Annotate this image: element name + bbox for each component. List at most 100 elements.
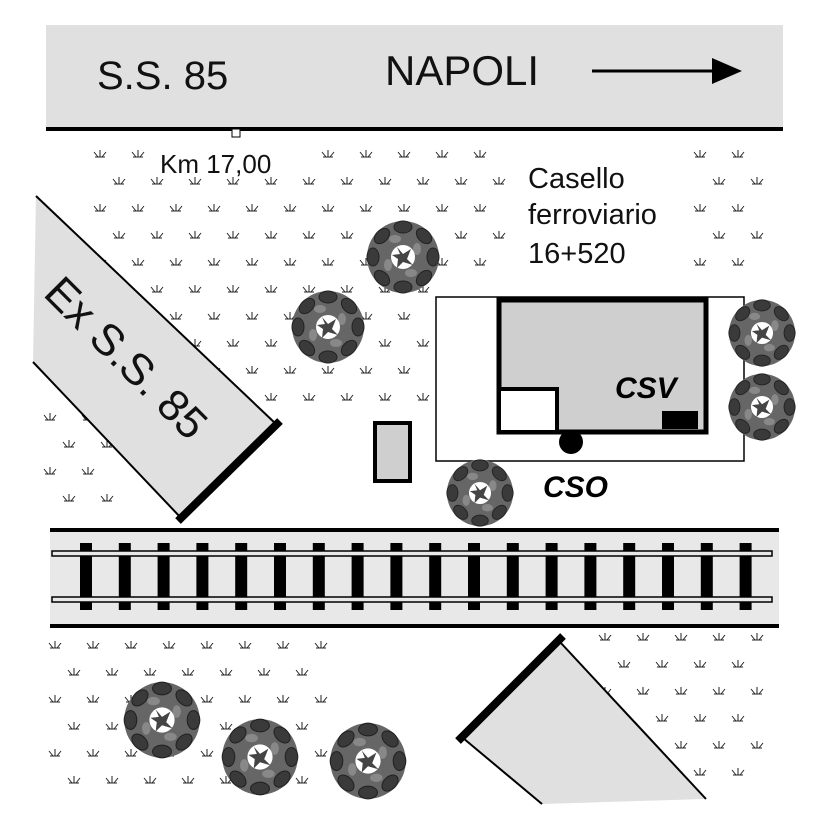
railway-sleeper [429,543,442,610]
railway-sleeper [662,543,674,610]
grass-tuft-icon [143,775,157,784]
grass-tuft-icon [105,721,119,730]
grass-tuft-icon [48,694,62,703]
grass-tuft-icon [321,203,335,212]
grass-tuft-icon [276,640,290,649]
grass-tuft-icon [473,257,487,266]
grass-tuft-icon [295,667,309,676]
railway-sleeper [584,543,597,610]
grass-tuft-icon [378,338,392,347]
station-label: Casello ferroviario 16+520 [528,163,657,270]
railway-sleeper [623,543,636,610]
grass-tuft-icon [86,640,100,649]
grass-tuft-icon [200,694,214,703]
grass-tuft-icon [454,176,468,185]
grass-tuft-icon [674,632,688,641]
grass-tuft-icon [302,176,316,185]
grass-tuft-icon [131,257,145,266]
tree-icon [221,718,299,796]
grass-tuft-icon [93,149,107,158]
railway-sleeper [739,543,752,610]
grass-tuft-icon [416,176,430,185]
station-annex [497,387,559,434]
grass-tuft-icon [226,284,240,293]
grass-tuft-icon [238,640,252,649]
grass-tuft-icon [712,740,726,749]
railway-sleeper [700,543,713,610]
grass-tuft-icon [416,338,430,347]
grass-tuft-icon [397,311,411,320]
arrow-right-icon [592,58,742,84]
railway-sleeper [545,543,558,610]
grass-tuft-icon [264,338,278,347]
grass-tuft-icon [340,284,354,293]
tree-icon [329,722,407,800]
grass-tuft-icon [257,667,271,676]
railway-sleeper [157,543,170,610]
grass-tuft-icon [321,149,335,158]
grass-tuft-icon [416,392,430,401]
grass-tuft-icon [636,686,650,695]
grass-tuft-icon [693,713,707,722]
grass-tuft-icon [105,667,119,676]
grass-tuft-icon [276,694,290,703]
grass-tuft-icon [655,659,669,668]
grass-tuft-icon [636,632,650,641]
grass-tuft-icon [314,694,328,703]
grass-tuft-icon [712,230,726,239]
grass-tuft-icon [226,338,240,347]
grass-tuft-icon [181,775,195,784]
grass-tuft-icon [43,412,57,421]
grass-tuft-icon [181,667,195,676]
grass-tuft-icon [435,149,449,158]
tree-icon [728,373,796,441]
grass-tuft-icon [245,203,259,212]
grass-tuft-icon [750,632,764,641]
tree-icon [291,290,365,364]
km-marker: Km 17,00 [160,149,271,179]
grass-tuft-icon [295,775,309,784]
station-label-line2: ferroviario [528,199,657,231]
grass-tuft-icon [340,230,354,239]
grass-tuft-icon [359,149,373,158]
grass-tuft-icon [200,640,214,649]
grass-tuft-icon [48,640,62,649]
grass-tuft-icon [48,748,62,757]
km-marker-post [231,128,241,138]
grass-tuft-icon [750,686,764,695]
grass-tuft-icon [245,311,259,320]
grass-tuft-icon [283,365,297,374]
grass-tuft-icon [86,694,100,703]
grass-tuft-icon [712,176,726,185]
old-road: Ex S.S. 85 [32,195,283,524]
csv-label: CSV [615,372,680,405]
grass-tuft-icon [100,493,114,502]
grass-tuft-icon [302,230,316,239]
railway-sleeper [235,543,248,610]
lower-road [455,633,707,805]
grass-tuft-icon [67,667,81,676]
grass-tuft-icon [131,149,145,158]
grass-tuft-icon [693,149,707,158]
grass-tuft-icon [314,748,328,757]
grass-tuft-icon [264,392,278,401]
grass-tuft-icon [169,203,183,212]
grass-tuft-icon [454,230,468,239]
railway-sleeper [468,543,480,610]
grass-tuft-icon [314,640,328,649]
grass-tuft-icon [264,284,278,293]
tree-icon [366,220,440,294]
grass-tuft-icon [283,257,297,266]
grass-tuft-icon [731,767,745,776]
grass-tuft-icon [750,740,764,749]
grass-tuft-icon [112,230,126,239]
grass-tuft-icon [750,176,764,185]
grass-tuft-icon [200,748,214,757]
destination: NAPOLI [385,47,539,94]
grass-tuft-icon [340,176,354,185]
grass-tuft-icon [124,748,138,757]
grass-tuft-icon [731,713,745,722]
station-label-line3: 16+520 [528,238,626,270]
railway-track-icon [80,543,752,610]
